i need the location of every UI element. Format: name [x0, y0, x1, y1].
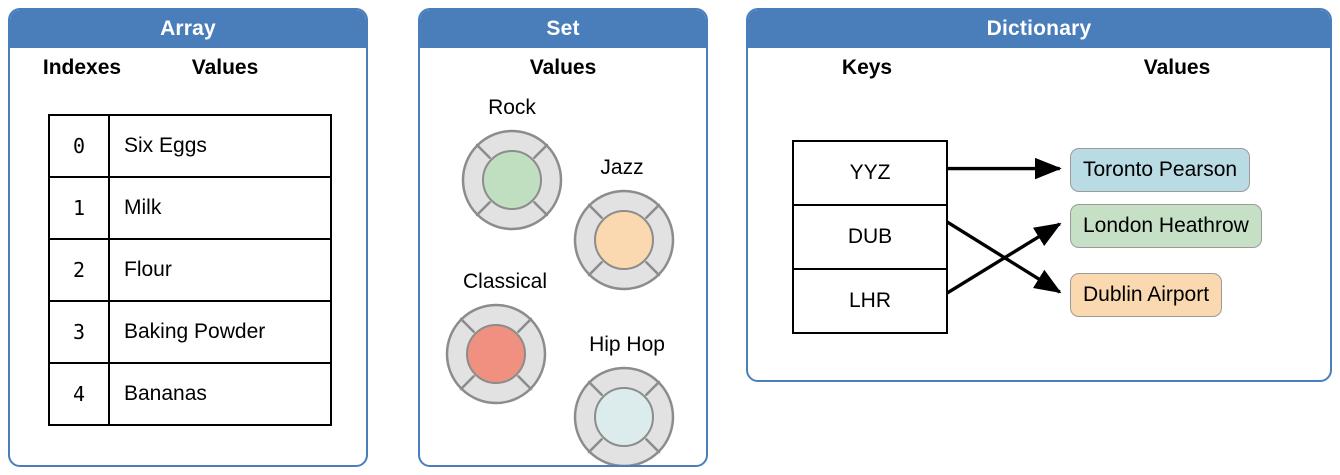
array-index-cell: 2 [48, 238, 110, 302]
array-value-cell: Milk [108, 176, 332, 240]
disc-center [594, 387, 654, 447]
array-value-cell: Six Eggs [108, 114, 332, 178]
table-row: YYZ [792, 140, 948, 206]
set-item-label: Hip Hop [589, 333, 665, 356]
array-caption-indexes: Indexes [42, 56, 122, 79]
array-index-cell: 3 [48, 300, 110, 364]
vinyl-disc-icon [573, 189, 675, 291]
dictionary-keys-table: YYZ DUB LHR [792, 140, 948, 334]
arrow-lhr-london [946, 222, 1062, 295]
vinyl-disc-icon [573, 366, 675, 465]
dictionary-value-pill: London Heathrow [1070, 204, 1262, 248]
set-panel: Set Values Rock Jazz [418, 8, 708, 467]
table-row: LHR [792, 268, 948, 334]
array-value-cell: Baking Powder [108, 300, 332, 364]
set-caption-values: Values [529, 56, 597, 79]
array-index-cell: 1 [48, 176, 110, 240]
array-table: 0 Six Eggs 1 Milk 2 Flour 3 Baking Powde… [48, 114, 332, 426]
dictionary-panel: Dictionary Keys Values YYZ DUB LHR [746, 8, 1332, 382]
array-panel-title: Array [10, 10, 366, 48]
dictionary-value-pill: Dublin Airport [1070, 273, 1223, 317]
array-index-cell: 4 [48, 362, 110, 426]
table-row: 2 Flour [48, 238, 332, 302]
vinyl-disc-icon [461, 129, 563, 231]
dictionary-caption-values: Values [1143, 56, 1211, 79]
disc-center [482, 150, 542, 210]
dictionary-value-pill: Toronto Pearson [1070, 148, 1251, 192]
dictionary-panel-body: Keys Values YYZ DUB LHR [748, 48, 1330, 380]
table-row: 3 Baking Powder [48, 300, 332, 364]
array-caption-values: Values [191, 56, 259, 79]
dictionary-panel-title: Dictionary [748, 10, 1330, 48]
dictionary-key-cell: YYZ [792, 140, 948, 206]
set-item-label: Rock [488, 96, 536, 119]
table-row: DUB [792, 204, 948, 270]
table-row: 0 Six Eggs [48, 114, 332, 178]
dictionary-key-cell: DUB [792, 204, 948, 270]
arrow-dub-dublin [946, 220, 1062, 294]
set-item-label: Classical [462, 270, 548, 293]
table-row: 1 Milk [48, 176, 332, 240]
set-item-label: Jazz [600, 156, 644, 179]
table-row: 4 Bananas [48, 362, 332, 426]
array-panel-body: Indexes Values 0 Six Eggs 1 Milk 2 Flour… [10, 48, 366, 465]
array-value-cell: Flour [108, 238, 332, 302]
set-panel-title: Set [420, 10, 706, 48]
set-panel-body: Values Rock Jazz [420, 48, 706, 465]
array-index-cell: 0 [48, 114, 110, 178]
dictionary-key-cell: LHR [792, 268, 948, 334]
vinyl-disc-icon [445, 303, 547, 405]
dictionary-caption-keys: Keys [841, 56, 893, 79]
disc-center [594, 210, 654, 270]
array-value-cell: Bananas [108, 362, 332, 426]
array-panel: Array Indexes Values 0 Six Eggs 1 Milk 2… [8, 8, 368, 467]
disc-center [466, 324, 526, 384]
